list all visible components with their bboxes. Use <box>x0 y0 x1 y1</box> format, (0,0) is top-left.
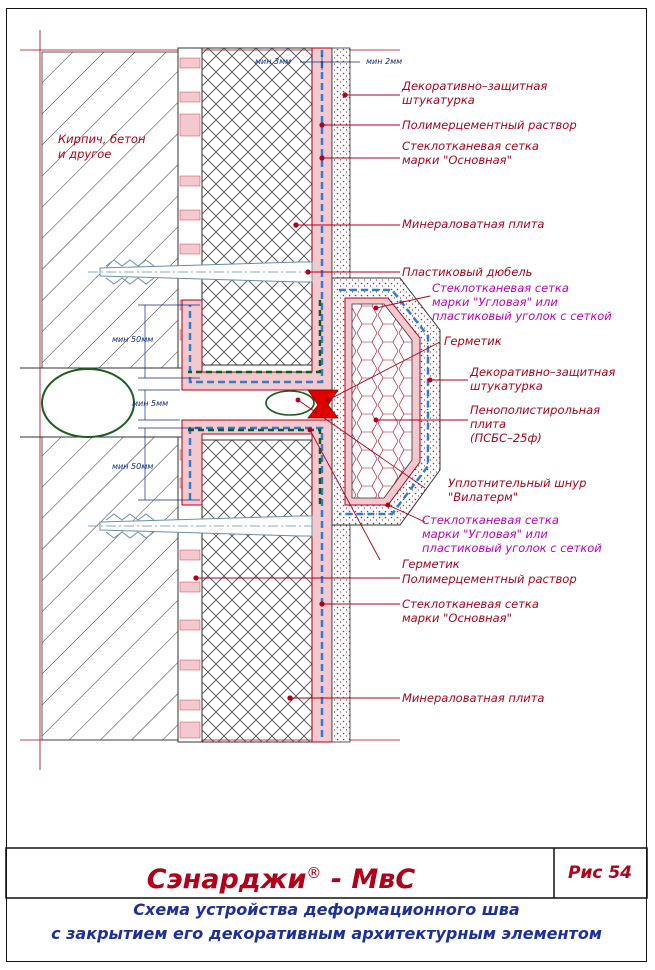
masonry-wall-upper <box>41 51 179 369</box>
label-sealant-top: Герметик <box>444 334 502 348</box>
masonry-wall-lower <box>41 436 179 741</box>
label-mesh-main-bottom-1: Стеклотканевая сетка <box>402 597 539 611</box>
mineral-wool-slab-lower <box>201 439 313 743</box>
dimension-lines <box>138 55 360 501</box>
joint-filler-cord <box>41 368 135 438</box>
label-eps-3: (ПСБС–25ф) <box>470 431 542 445</box>
label-polymer-render-bottom: Полимерцементный раствор <box>402 572 577 586</box>
label-mineral-wool-bottom: Минераловатная плита <box>402 691 545 705</box>
dim-min-3mm: мин 3мм <box>255 57 292 66</box>
label-plastic-dowel: Пластиковый дюбель <box>402 265 533 279</box>
label-brick-line1: Кирпич, бетон <box>58 132 146 146</box>
sealing-cord <box>265 390 315 416</box>
mineral-wool-slab-upper <box>201 47 313 366</box>
label-brick-line2: и другое <box>58 147 112 161</box>
caption-line-2: с закрытием его декоративным архитектурн… <box>51 924 602 943</box>
decorative-plaster-top <box>331 47 351 279</box>
footer-title-frame <box>5 847 648 899</box>
label-decorative-plaster-top-1: Декоративно–защитная <box>402 79 548 93</box>
label-decorative-plaster-mid-2: штукатурка <box>470 379 543 393</box>
label-corner-mesh-bot-1: Стеклотканевая сетка <box>422 513 559 527</box>
sealant <box>307 389 339 419</box>
label-corner-mesh-bot-3: пластиковый уголок с сеткой <box>422 541 602 555</box>
mesh-main-lower <box>188 426 324 740</box>
label-mineral-wool-top: Минераловатная плита <box>402 217 545 231</box>
caption-line-1: Схема устройства деформационного шва <box>133 900 520 919</box>
registered-mark: ® <box>306 864 322 882</box>
label-mesh-main-bottom-2: марки "Основная" <box>402 611 512 625</box>
mesh-corner-element <box>339 288 430 516</box>
label-corner-mesh-bot-2: марки "Угловая" или <box>422 527 548 541</box>
label-eps-1: Пенополистирольная <box>470 403 601 417</box>
label-polymer-render-top: Полимерцементный раствор <box>402 118 577 132</box>
brand-suffix: - МвС <box>321 864 416 895</box>
corner-mesh-lower <box>188 428 322 505</box>
drawing-frame <box>6 8 647 962</box>
figure-caption: Схема устройства деформационного шва с з… <box>8 898 645 946</box>
footer-brand-title: Сэнарджи® - МвС <box>8 850 554 896</box>
label-decorative-plaster-top-2: штукатурка <box>402 93 475 107</box>
mesh-main-upper <box>188 50 324 384</box>
figure-number: Рис 54 <box>567 863 633 883</box>
corner-mesh-upper <box>188 300 322 374</box>
decorative-plaster-bottom <box>331 514 351 743</box>
plastic-dowel-upper <box>88 259 313 285</box>
label-sealing-cord-2: "Вилатерм" <box>448 490 519 504</box>
label-mesh-main-top-1: Стеклотканевая сетка <box>402 139 539 153</box>
label-sealing-cord-1: Уплотнительный шнур <box>448 476 587 490</box>
dim-min-50mm-top: мин 50мм <box>112 335 154 344</box>
label-mesh-main-top-2: марки "Основная" <box>402 153 512 167</box>
label-corner-mesh-top-1: Стеклотканевая сетка <box>432 281 569 295</box>
dim-min-2mm: мин 2мм <box>366 57 403 66</box>
label-sealant-bottom: Герметик <box>402 557 460 571</box>
label-corner-mesh-top-2: марки "Угловая" или <box>432 295 558 309</box>
dim-min-50mm-bottom: мин 50мм <box>112 462 154 471</box>
label-corner-mesh-top-3: пластиковый уголок с сеткой <box>432 309 612 323</box>
brand-name: Сэнарджи <box>146 864 307 895</box>
plastic-dowel-lower <box>88 513 313 539</box>
label-decorative-plaster-mid-1: Декоративно–защитная <box>470 365 616 379</box>
dim-min-5mm: мин 5мм <box>132 399 169 408</box>
label-eps-2: плита <box>470 417 507 431</box>
leader-lines <box>193 92 468 701</box>
eps-hex-fill <box>352 304 412 498</box>
